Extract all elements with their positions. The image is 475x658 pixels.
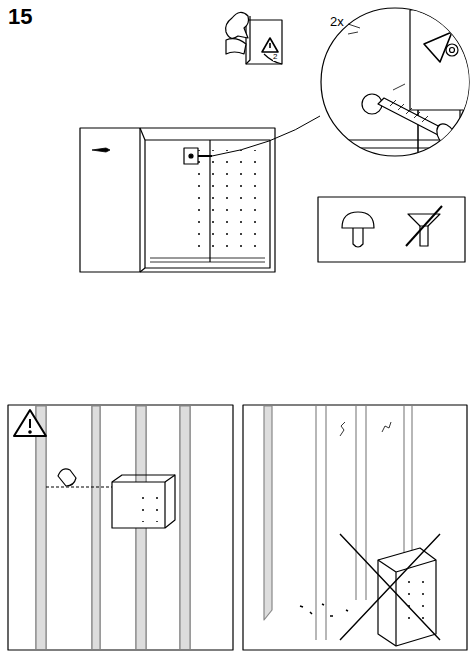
correct-mounting-panel bbox=[8, 405, 233, 650]
page-reference: 2 bbox=[273, 53, 277, 61]
step-number: 15 bbox=[8, 6, 32, 28]
wall-cabinet bbox=[80, 116, 320, 272]
screw-choice bbox=[318, 197, 465, 262]
detail-zoom bbox=[321, 0, 474, 170]
booklet-icon bbox=[226, 12, 282, 64]
wrong-mounting-panel bbox=[243, 405, 467, 650]
quantity-label: 2x bbox=[330, 15, 344, 28]
